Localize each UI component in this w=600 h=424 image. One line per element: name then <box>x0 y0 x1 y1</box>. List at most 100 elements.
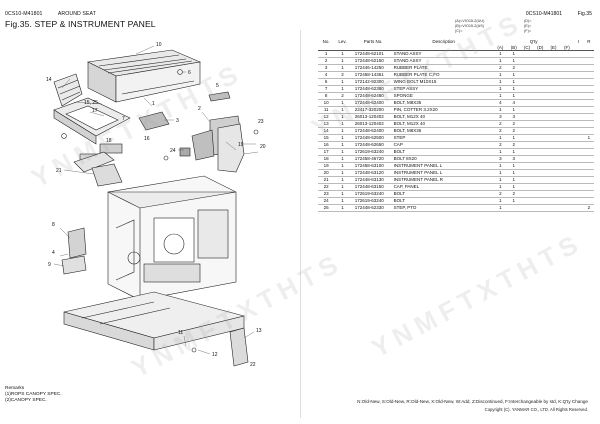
callout-5: 5 <box>216 83 219 89</box>
row-no: 11 <box>318 106 335 114</box>
row-qty-c <box>520 169 534 177</box>
row-qty-f <box>560 169 574 177</box>
col-i: I <box>577 39 580 44</box>
row-no: 10 <box>318 99 335 107</box>
row-parts-no: 172448-62400 <box>350 127 392 135</box>
callout-20: 20 <box>260 144 266 150</box>
row-parts-no: 172619-63240 <box>350 190 392 198</box>
row-qty-a: 1 <box>493 148 508 156</box>
col-qty: Q'ty <box>529 39 538 44</box>
row-parts-no: 172619-63240 <box>350 197 392 205</box>
row-no: 14 <box>318 127 335 135</box>
callout-1: 1 <box>152 101 155 107</box>
row-qty-f <box>560 64 574 72</box>
row-i <box>573 127 584 135</box>
header-left: 0CS10-M41801 AROUND SEAT <box>5 11 110 17</box>
row-qty-b: 1 <box>507 85 521 93</box>
row-description: BOLT 8X20 <box>391 155 494 163</box>
row-qty-e <box>546 204 561 212</box>
callout-22: 22 <box>250 362 256 368</box>
row-lev: 2 <box>334 92 351 100</box>
row-qty-a: 1 <box>493 197 508 205</box>
row-r <box>583 113 594 121</box>
row-qty-e <box>546 113 561 121</box>
callout-12: 12 <box>212 352 218 358</box>
row-description: STAND ASSY <box>391 50 494 58</box>
row-i <box>573 204 584 212</box>
row-lev: 1 <box>334 78 351 86</box>
row-parts-no: 172448-62101 <box>350 50 392 58</box>
row-r <box>583 99 594 107</box>
row-qty-a: 1 <box>493 169 508 177</box>
row-qty-e <box>546 162 561 170</box>
row-qty-f <box>560 162 574 170</box>
row-qty-d <box>533 50 547 58</box>
row-i <box>573 155 584 163</box>
row-i <box>573 85 584 93</box>
callout-18: 18 <box>106 138 112 144</box>
row-qty-d <box>533 148 547 156</box>
callout-7: 7 <box>122 116 125 122</box>
serial-legend: (A)=VIO15-2(UU) (B)=VIO15-2(AS) (C)= <box>455 19 484 34</box>
row-no: 18 <box>318 155 335 163</box>
row-qty-d <box>533 78 547 86</box>
row-parts-no: 172448-62330 <box>350 204 392 212</box>
row-qty-e <box>546 99 561 107</box>
row-r <box>583 50 594 58</box>
copyright: Copyright (C). YANMAR CO., LTD. All Righ… <box>484 407 588 412</box>
row-lev: 1 <box>334 162 351 170</box>
row-qty-b: 1 <box>507 57 521 65</box>
row-r <box>583 141 594 149</box>
row-i <box>573 148 584 156</box>
callout-17: 17 <box>92 108 98 114</box>
row-qty-c <box>520 141 534 149</box>
callout-15-25: 15, 25 <box>84 100 98 106</box>
remark-1: (1)ROPS CANOPY SPEC. <box>5 392 62 397</box>
row-qty-f <box>560 148 574 156</box>
row-qty-f <box>560 113 574 121</box>
row-qty-a: 1 <box>493 57 508 65</box>
section-name: AROUND SEAT <box>57 11 96 17</box>
row-qty-d <box>533 85 547 93</box>
callout-24: 24 <box>170 148 176 154</box>
row-qty-c <box>520 113 534 121</box>
row-no: 6 <box>318 78 335 86</box>
row-no: 15 <box>318 134 335 142</box>
row-description: STEP ASSY <box>391 85 494 93</box>
row-qty-f <box>560 99 574 107</box>
row-qty-a: 1 <box>493 204 508 212</box>
row-r <box>583 183 594 191</box>
row-qty-b: 1 <box>507 197 521 205</box>
row-qty-f <box>560 106 574 114</box>
row-description: BOLT, M12X 40 <box>391 113 494 121</box>
row-qty-a: 2 <box>493 190 508 198</box>
row-qty-b: 3 <box>507 113 521 121</box>
row-i <box>573 197 584 205</box>
row-qty-a: 1 <box>493 71 508 79</box>
row-r <box>583 155 594 163</box>
col-f: (F) <box>560 44 574 51</box>
row-parts-no: 172458-46720 <box>350 155 392 163</box>
row-no: 21 <box>318 176 335 184</box>
row-qty-a: 1 <box>493 78 508 86</box>
row-qty-f <box>560 183 574 191</box>
row-qty-b: 1 <box>507 78 521 86</box>
row-r <box>583 85 594 93</box>
callout-8: 8 <box>52 222 55 228</box>
row-qty-e <box>546 169 561 177</box>
col-d: (D) <box>533 44 547 51</box>
row-r <box>583 71 594 79</box>
callout-21: 21 <box>56 168 62 174</box>
row-r <box>583 78 594 86</box>
row-qty-b: 1 <box>507 148 521 156</box>
row-description: INSTRUMENT PANEL L <box>391 169 494 177</box>
row-qty-b: 1 <box>507 92 521 100</box>
parts-table: No. Lev. Parts No. Description Q'ty I R … <box>318 38 594 212</box>
